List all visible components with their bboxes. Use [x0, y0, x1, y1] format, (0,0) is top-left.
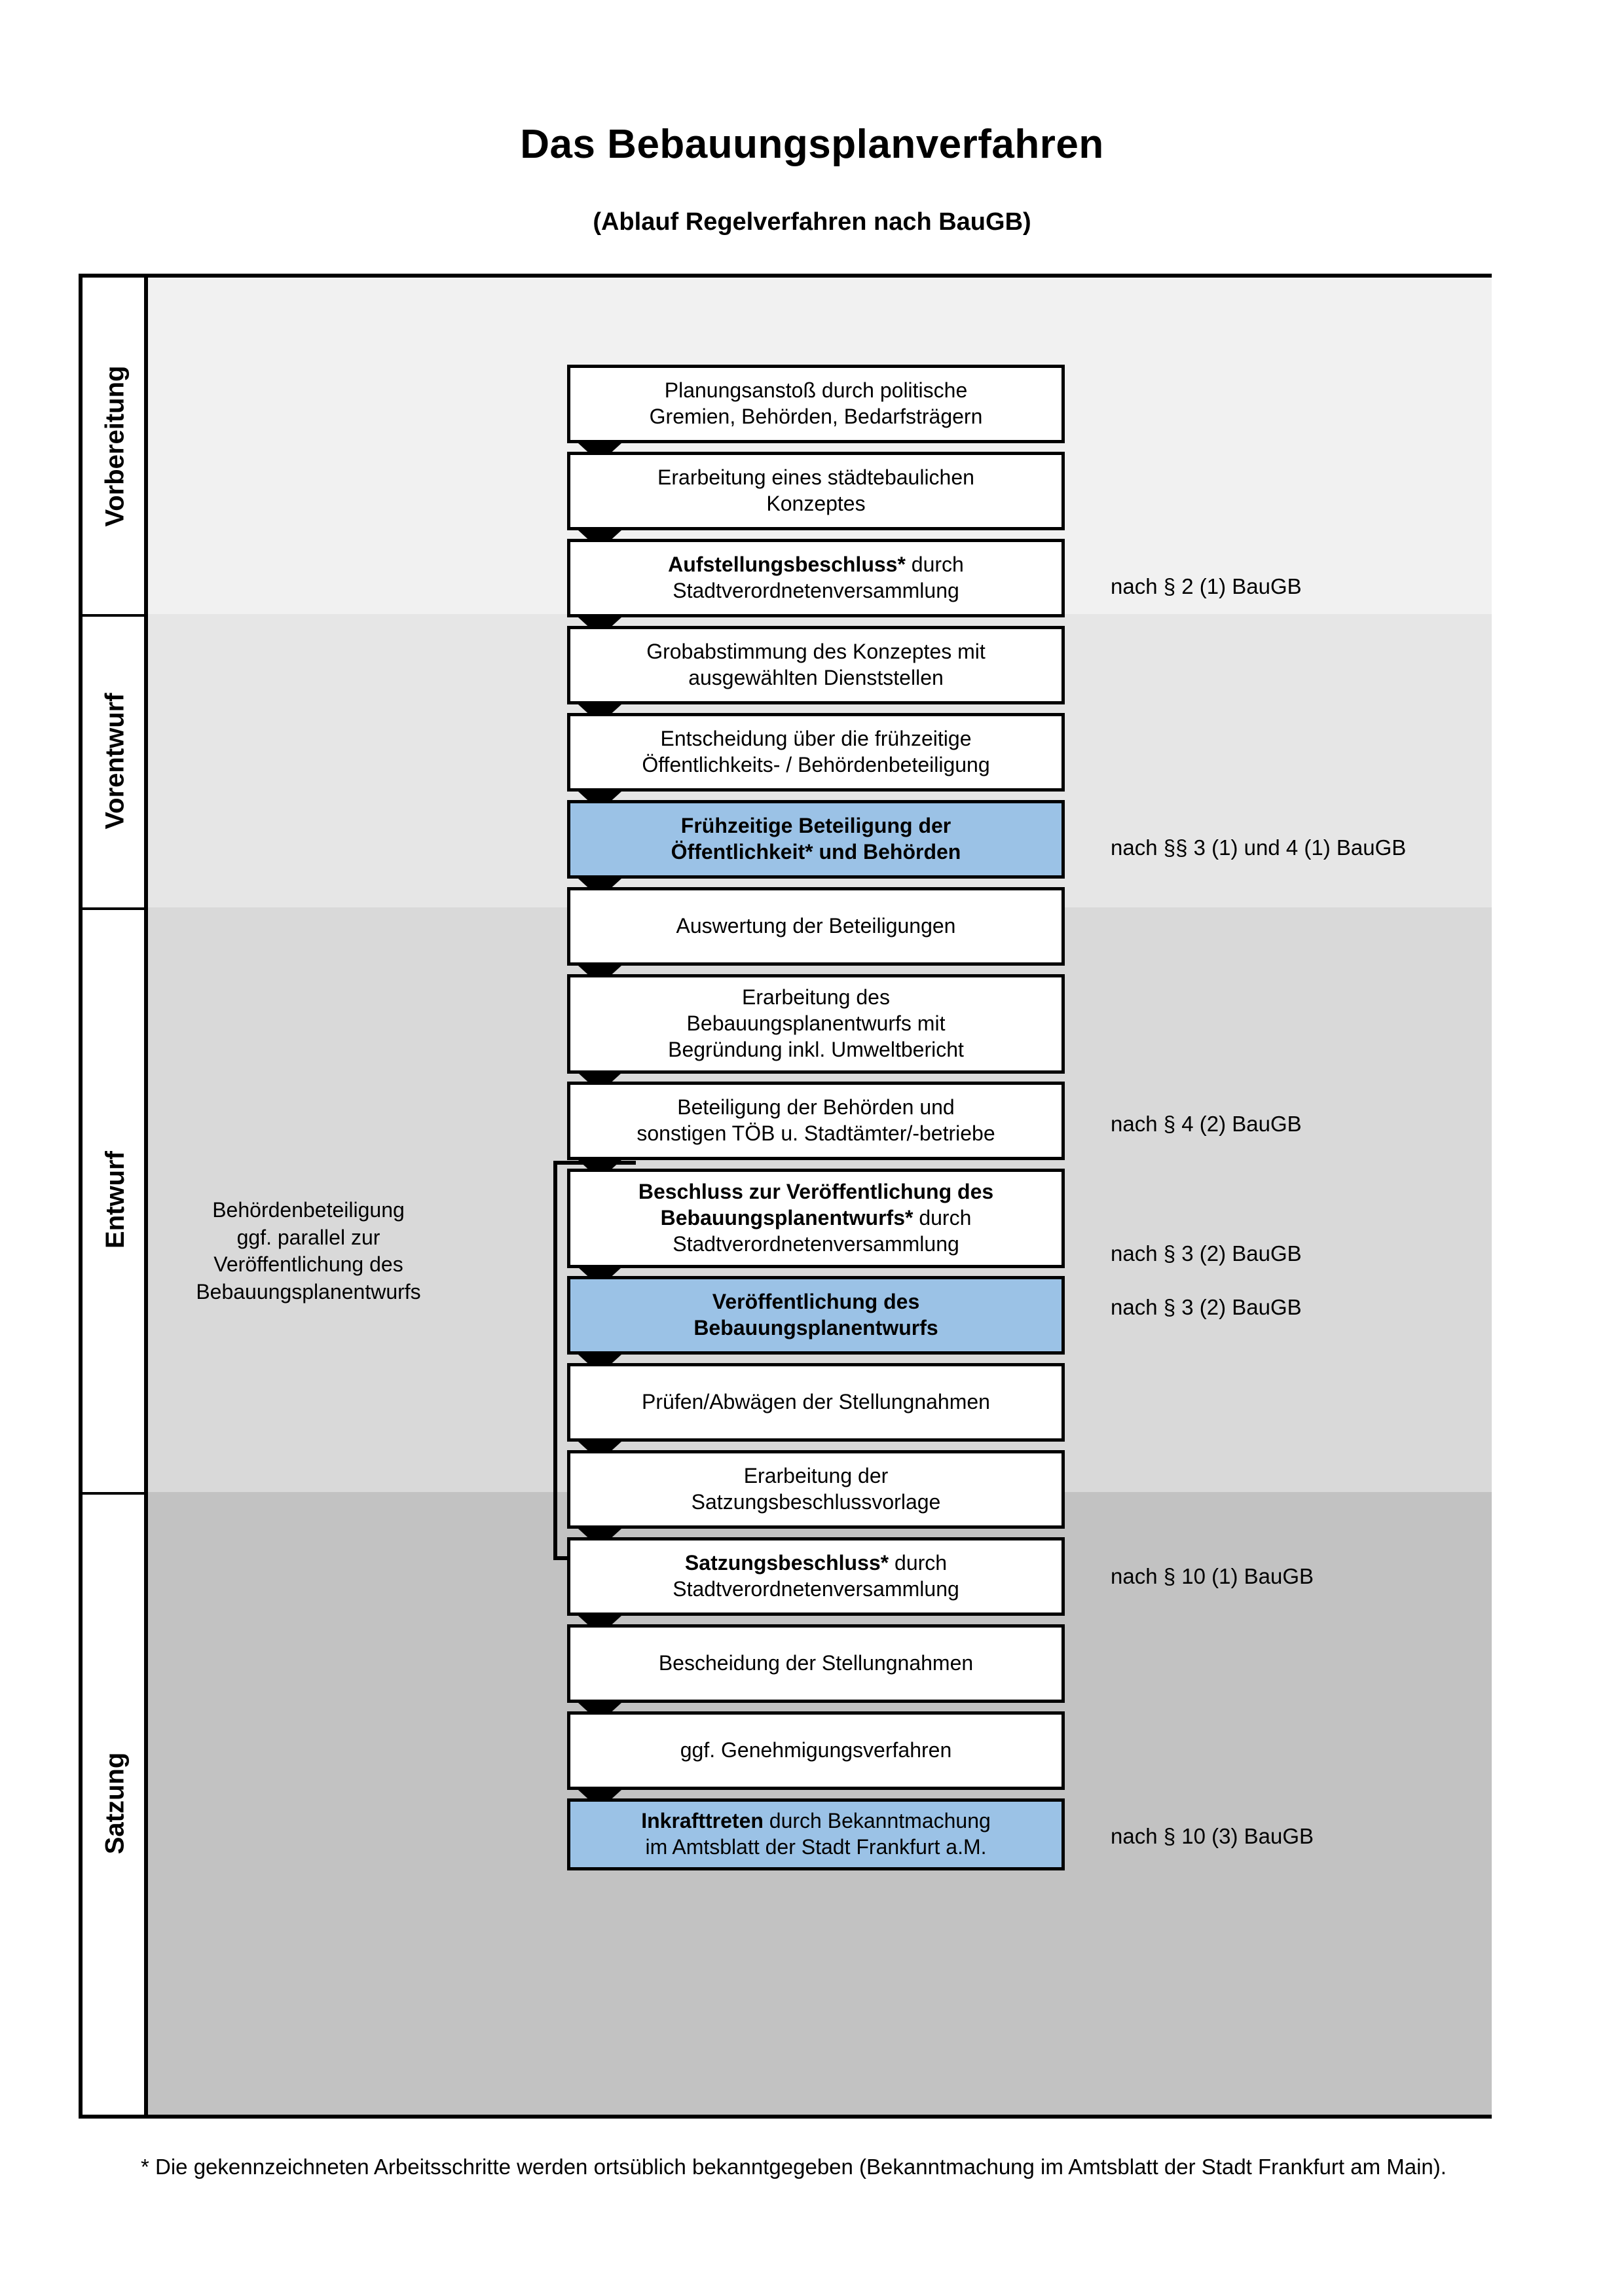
flow-node-auswertung-beteiligungen[interactable]: Auswertung der Beteiligungen — [567, 887, 1065, 966]
node-line: Entscheidung über die frühzeitige — [660, 727, 972, 751]
side-note-line: Behördenbeteiligung — [212, 1198, 405, 1222]
node-line: Bebauungsplanentwurfs mit — [686, 1011, 946, 1036]
phase-label-column: Vorbereitung Vorentwurf Entwurf Satzung — [83, 278, 148, 2115]
legal-ref-par2-1: nach § 2 (1) BauGB — [1111, 574, 1302, 598]
node-line: Grobabstimmung des Konzeptes mit — [646, 640, 986, 664]
node-line: Bescheidung der Stellungnahmen — [658, 1651, 974, 1675]
footnote: * Die gekennzeichneten Arbeitsschritte w… — [141, 2155, 1447, 2179]
legal-ref-par3-2-b: nach § 3 (2) BauGB — [1111, 1295, 1302, 1319]
legal-ref-par10-3: nach § 10 (3) BauGB — [1111, 1824, 1314, 1848]
node-line: Begründung inkl. Umweltbericht — [668, 1037, 964, 1061]
phase-divider — [83, 907, 148, 910]
node-line: Auswertung der Beteiligungen — [676, 914, 956, 938]
node-line: Beschluss zur Veröffentlichung des — [638, 1179, 993, 1205]
flow-node-veroeffentlichung-entwurf[interactable]: Veröffentlichung des Bebauungsplanentwur… — [567, 1276, 1065, 1355]
flowchart-frame: Vorbereitung Vorentwurf Entwurf Satzung — [79, 274, 1492, 2119]
phase-label-text: Vorentwurf — [100, 692, 130, 829]
page-subtitle: (Ablauf Regelverfahren nach BauGB) — [593, 208, 1031, 236]
legal-ref-par4-2: nach § 4 (2) BauGB — [1111, 1112, 1302, 1136]
flow-node-erarbeitung-bebauungsplanentwurf[interactable]: Erarbeitung des Bebauungsplanentwurfs mi… — [567, 974, 1065, 1074]
phase-label-vorentwurf: Vorentwurf — [83, 614, 148, 907]
node-line: Aufstellungsbeschluss* durch — [668, 552, 964, 578]
node-bold-text: Inkrafttreten — [641, 1809, 764, 1833]
node-rest-text: durch — [905, 553, 964, 577]
legal-ref-par3-1-4-1: nach §§ 3 (1) und 4 (1) BauGB — [1111, 835, 1407, 860]
side-note-line: Bebauungsplanentwurfs — [196, 1279, 421, 1303]
phase-label-text: Vorbereitung — [100, 365, 130, 526]
node-line: Stadtverordnetenversammlung — [673, 579, 959, 602]
flow-node-pruefen-abwaegen[interactable]: Prüfen/Abwägen der Stellungnahmen — [567, 1363, 1065, 1442]
phase-label-text: Entwurf — [100, 1151, 130, 1248]
node-rest-text: durch — [913, 1206, 972, 1230]
node-line: Satzungsbeschluss* durch — [673, 1550, 959, 1576]
node-line: Stadtverordnetenversammlung — [673, 1231, 959, 1256]
flow-node-aufstellungsbeschluss[interactable]: Aufstellungsbeschluss* durch Stadtverord… — [567, 539, 1065, 617]
flow-node-beteiligung-behoerden-toeb[interactable]: Beteiligung der Behörden und sonstigen T… — [567, 1082, 1065, 1160]
node-line: Beteiligung der Behörden und — [677, 1095, 955, 1120]
flow-node-genehmigungsverfahren[interactable]: ggf. Genehmigungsverfahren — [567, 1711, 1065, 1790]
page-title: Das Bebauungsplanverfahren — [520, 122, 1104, 167]
flow-node-planungsanstoss[interactable]: Planungsanstoß durch politische Gremien,… — [567, 365, 1065, 443]
phase-divider — [83, 1492, 148, 1495]
flow-node-staedtebauliches-konzept[interactable]: Erarbeitung eines städtebaulichen Konzep… — [567, 452, 1065, 530]
node-line: Öffentlichkeits- / Behördenbeteiligung — [642, 753, 990, 776]
node-line: Gremien, Behörden, Bedarfsträgern — [649, 405, 983, 428]
side-note-line: ggf. parallel zur — [236, 1225, 380, 1249]
node-line: Planungsanstoß durch politische — [664, 378, 968, 403]
node-bold-text: Bebauungsplanentwurfs* — [660, 1206, 913, 1230]
node-line: Erarbeitung des — [742, 985, 890, 1010]
phase-label-satzung: Satzung — [83, 1492, 148, 2115]
phase-label-entwurf: Entwurf — [83, 907, 148, 1492]
node-line: Satzungsbeschlussvorlage — [691, 1490, 941, 1514]
phase-label-text: Satzung — [100, 1752, 130, 1855]
node-line: Bebauungsplanentwurfs* durch — [638, 1205, 993, 1231]
node-line: sonstigen TÖB u. Stadtämter/-betriebe — [637, 1121, 995, 1145]
side-note-behoerdenbeteiligung: Behördenbeteiligung ggf. parallel zur Ve… — [161, 1197, 456, 1305]
node-line: Erarbeitung eines städtebaulichen — [657, 465, 974, 490]
node-line: Öffentlichkeit* und Behörden — [671, 840, 961, 864]
node-line: Veröffentlichung des — [712, 1290, 920, 1314]
node-rest-text: durch — [889, 1551, 948, 1575]
flow-node-satzungsbeschluss[interactable]: Satzungsbeschluss* durch Stadtverordnete… — [567, 1537, 1065, 1616]
flow-node-inkrafttreten[interactable]: Inkrafttreten durch Bekanntmachung im Am… — [567, 1798, 1065, 1870]
legal-ref-par3-2-a: nach § 3 (2) BauGB — [1111, 1241, 1302, 1266]
node-line: im Amtsblatt der Stadt Frankfurt a.M. — [645, 1835, 987, 1859]
node-line: Frühzeitige Beteiligung der — [680, 814, 951, 838]
phase-divider — [83, 614, 148, 617]
node-bold-text: Satzungsbeschluss* — [684, 1551, 889, 1575]
flow-node-erarbeitung-satzungsvorlage[interactable]: Erarbeitung der Satzungsbeschlussvorlage — [567, 1450, 1065, 1529]
node-line: Konzeptes — [766, 492, 866, 515]
flow-node-entscheidung-beteiligung[interactable]: Entscheidung über die frühzeitige Öffent… — [567, 713, 1065, 792]
node-bold-text: Beschluss zur Veröffentlichung des — [638, 1180, 994, 1204]
node-line: Inkrafttreten durch Bekanntmachung — [641, 1808, 991, 1834]
flow-node-bescheidung-stellungnahmen[interactable]: Bescheidung der Stellungnahmen — [567, 1624, 1065, 1703]
legal-ref-par10-1: nach § 10 (1) BauGB — [1111, 1564, 1314, 1588]
flow-node-beschluss-veroeffentlichung[interactable]: Beschluss zur Veröffentlichung des Bebau… — [567, 1169, 1065, 1268]
flow-node-grobabstimmung[interactable]: Grobabstimmung des Konzeptes mit ausgewä… — [567, 626, 1065, 704]
flow-node-fruehzeitige-beteiligung[interactable]: Frühzeitige Beteiligung der Öffentlichke… — [567, 800, 1065, 879]
phase-label-vorbereitung: Vorbereitung — [83, 278, 148, 614]
node-line: ausgewählten Dienststellen — [688, 666, 944, 689]
node-rest-text: durch Bekanntmachung — [763, 1809, 991, 1833]
node-line: Bebauungsplanentwurfs — [693, 1316, 938, 1339]
side-note-line: Veröffentlichung des — [213, 1252, 403, 1277]
node-line: ggf. Genehmigungsverfahren — [680, 1738, 952, 1762]
node-line: Prüfen/Abwägen der Stellungnahmen — [642, 1390, 990, 1414]
node-line: Erarbeitung der — [743, 1464, 889, 1488]
node-bold-text: Aufstellungsbeschluss* — [668, 553, 906, 577]
node-line: Stadtverordnetenversammlung — [673, 1577, 959, 1601]
